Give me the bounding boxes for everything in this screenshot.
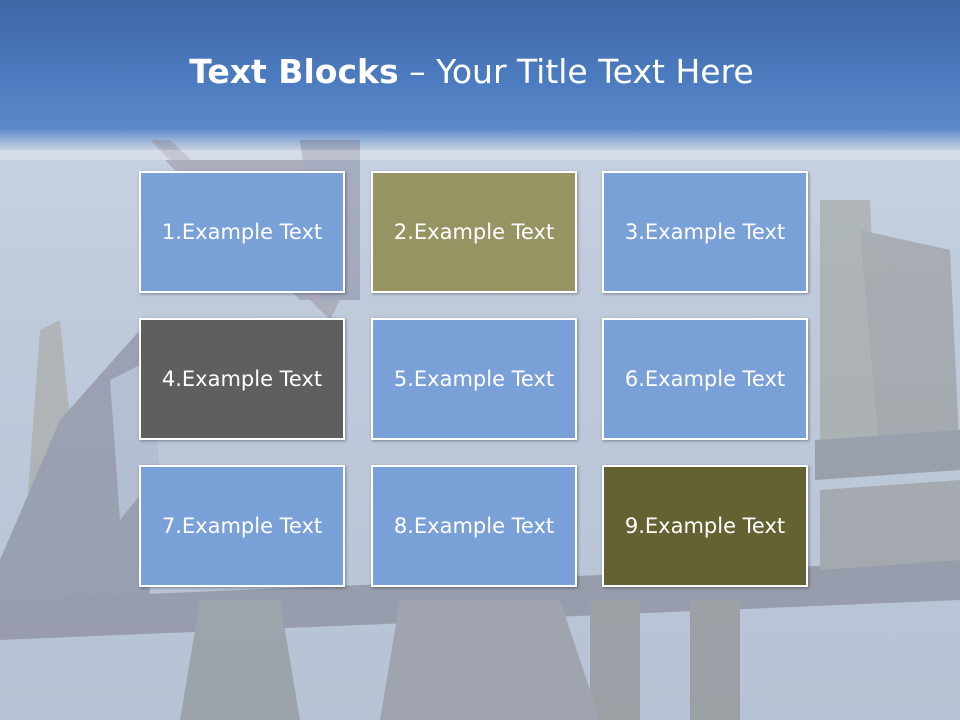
text-block-label: 6.Example Text	[624, 367, 786, 391]
text-block-label: 3.Example Text	[624, 220, 786, 244]
title-bold-part: Text Blocks	[189, 52, 399, 91]
text-block-1[interactable]: 1.Example Text	[139, 171, 345, 293]
text-block-label: 8.Example Text	[393, 514, 555, 538]
text-block-label: 2.Example Text	[393, 220, 555, 244]
text-block-label: 5.Example Text	[393, 367, 555, 391]
text-block-label: 1.Example Text	[161, 220, 323, 244]
text-block-2[interactable]: 2.Example Text	[371, 171, 577, 293]
text-block-3[interactable]: 3.Example Text	[602, 171, 808, 293]
text-block-9[interactable]: 9.Example Text	[602, 465, 808, 587]
text-block-7[interactable]: 7.Example Text	[139, 465, 345, 587]
text-block-4[interactable]: 4.Example Text	[139, 318, 345, 440]
text-block-label: 9.Example Text	[624, 514, 786, 538]
page-title: Text Blocks – Your Title Text Here	[0, 52, 943, 91]
text-block-label: 4.Example Text	[161, 367, 323, 391]
text-block-8[interactable]: 8.Example Text	[371, 465, 577, 587]
title-dash: –	[398, 52, 437, 91]
text-block-6[interactable]: 6.Example Text	[602, 318, 808, 440]
title-rest-part: Your Title Text Here	[436, 52, 754, 91]
text-block-label: 7.Example Text	[161, 514, 323, 538]
text-block-5[interactable]: 5.Example Text	[371, 318, 577, 440]
